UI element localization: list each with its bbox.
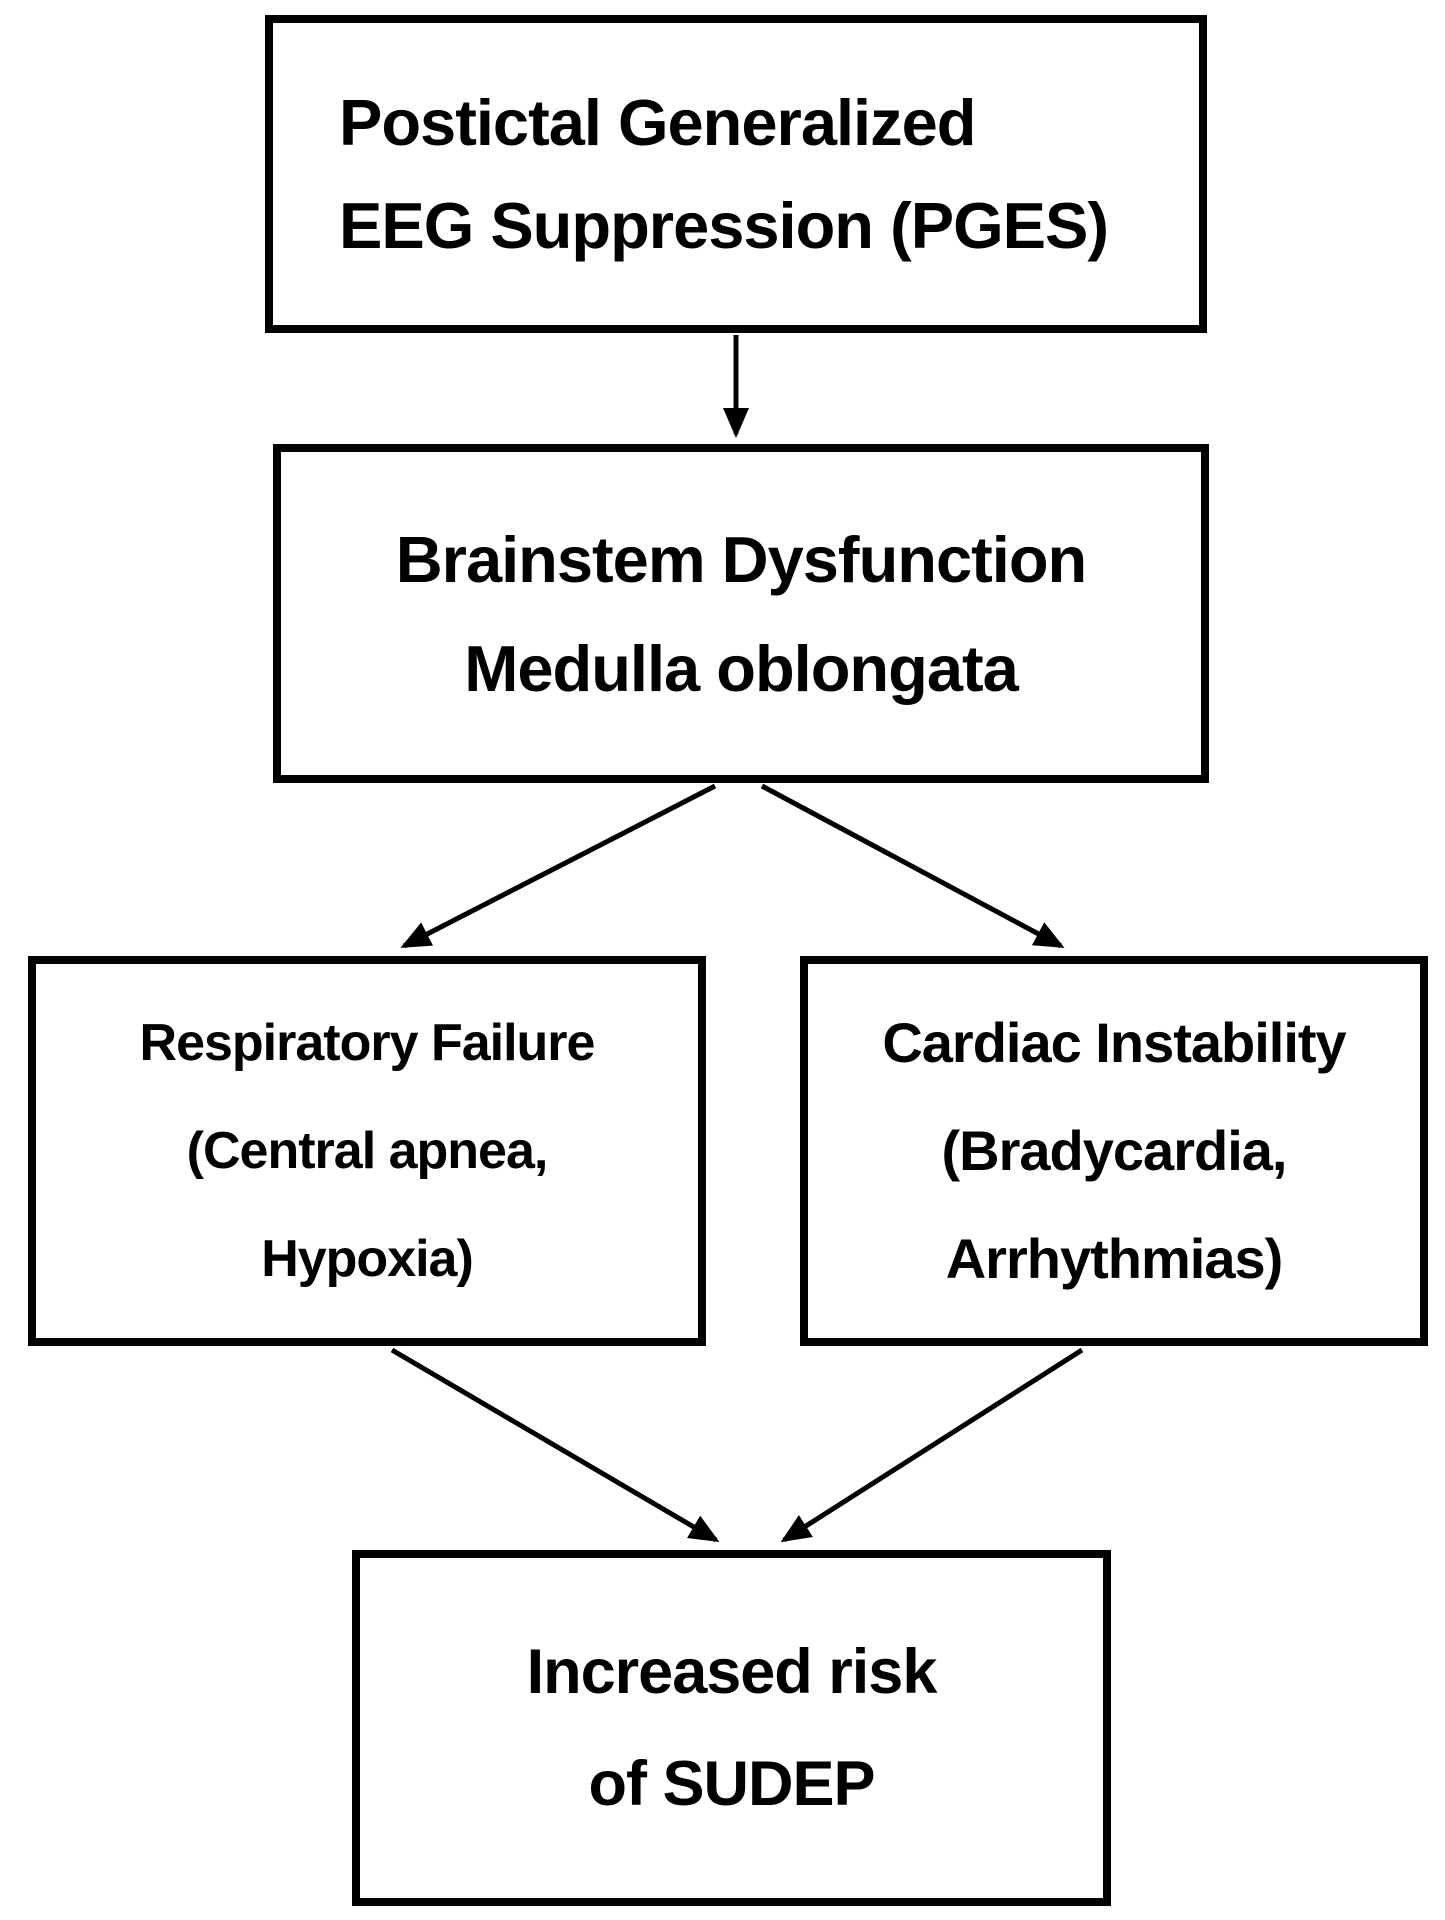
edge-brainstem-respiratory xyxy=(400,783,717,949)
edge-respiratory-sudep xyxy=(390,1347,720,1543)
node-cardiac-line-2: (Bradycardia, xyxy=(941,1119,1288,1182)
node-brainstem-line-2: Medulla oblongata xyxy=(464,631,1019,705)
node-respiratory-line-3: Hypoxia) xyxy=(261,1230,474,1288)
node-sudep-line-2: of SUDEP xyxy=(588,1749,875,1819)
node-respiratory: Respiratory Failure (Central apnea, Hypo… xyxy=(28,956,706,1346)
edge-brainstem-cardiac xyxy=(760,783,1065,949)
node-respiratory-line-1: Respiratory Failure xyxy=(139,1014,596,1072)
node-pges: Postictal Generalized EEG Suppression (P… xyxy=(265,15,1207,333)
node-cardiac: Cardiac Instability (Bradycardia, Arrhyt… xyxy=(800,956,1428,1346)
node-brainstem-line-1: Brainstem Dysfunction xyxy=(395,522,1088,596)
node-sudep: Increased risk of SUDEP xyxy=(352,1550,1111,1906)
node-cardiac-line-1: Cardiac Instability xyxy=(882,1011,1346,1074)
node-sudep-line-1: Increased risk xyxy=(526,1637,938,1707)
node-brainstem: Brainstem Dysfunction Medulla oblongata xyxy=(273,444,1209,783)
node-cardiac-line-3: Arrhythmias) xyxy=(945,1227,1284,1290)
node-pges-line-2: EEG Suppression (PGES) xyxy=(339,189,1109,262)
edge-cardiac-sudep xyxy=(780,1347,1084,1543)
node-respiratory-line-2: (Central apnea, xyxy=(186,1122,549,1180)
node-pges-line-1: Postictal Generalized xyxy=(339,86,976,159)
